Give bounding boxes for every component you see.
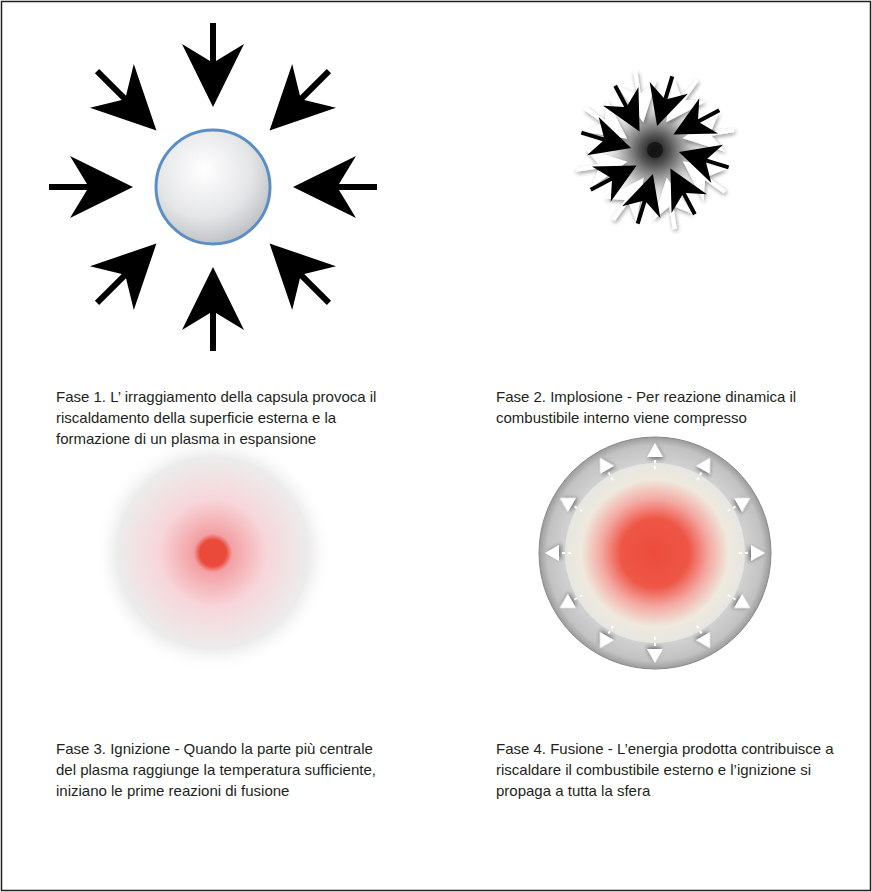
arrow-tail [574, 594, 584, 600]
arrow-tail [726, 594, 736, 600]
arrow-tail [737, 552, 748, 554]
caption-text: Fase 3. Ignizione - Quando la parte più … [56, 738, 396, 801]
arrow-tail [654, 635, 656, 646]
fusion-sphere [539, 437, 771, 669]
arrow [664, 93, 729, 153]
implosion [573, 68, 737, 232]
arrow [49, 156, 133, 218]
arrow-tail [654, 460, 656, 471]
arrow-tail [696, 472, 702, 482]
arrow [647, 649, 663, 663]
arrow [556, 491, 576, 512]
arrow [75, 222, 178, 325]
arrow [75, 49, 178, 152]
arrow [593, 454, 614, 474]
arrow [556, 594, 576, 615]
arrow [653, 159, 713, 224]
arrow [751, 545, 765, 561]
arrow-tail [726, 507, 736, 513]
arrow-tail [609, 624, 615, 634]
arrow [248, 222, 351, 325]
caption-text: Fase 4. Fusione - L’energia prodotta con… [496, 738, 836, 801]
arrow [248, 49, 351, 152]
arrow-tail [609, 472, 615, 482]
arrow [182, 267, 244, 351]
arrow [581, 148, 646, 208]
arrow [593, 632, 614, 652]
arrow [545, 545, 559, 561]
ignition [93, 433, 333, 673]
arrow [734, 491, 754, 512]
caption-text: Fase 2. Implosione - Per reazione dinami… [496, 386, 836, 428]
capsule-irradiation [49, 23, 377, 351]
arrow-tail [562, 552, 573, 554]
arrow [293, 156, 377, 218]
arrow [734, 594, 754, 615]
arrow [598, 76, 658, 141]
caption-text: Fase 1. L’ irraggiamento della capsula p… [56, 386, 396, 449]
arrow-tail [574, 507, 584, 513]
arrow [182, 23, 244, 107]
arrow [696, 632, 717, 652]
arrow-tail [696, 624, 702, 634]
arrow [696, 454, 717, 474]
arrow [647, 443, 663, 457]
